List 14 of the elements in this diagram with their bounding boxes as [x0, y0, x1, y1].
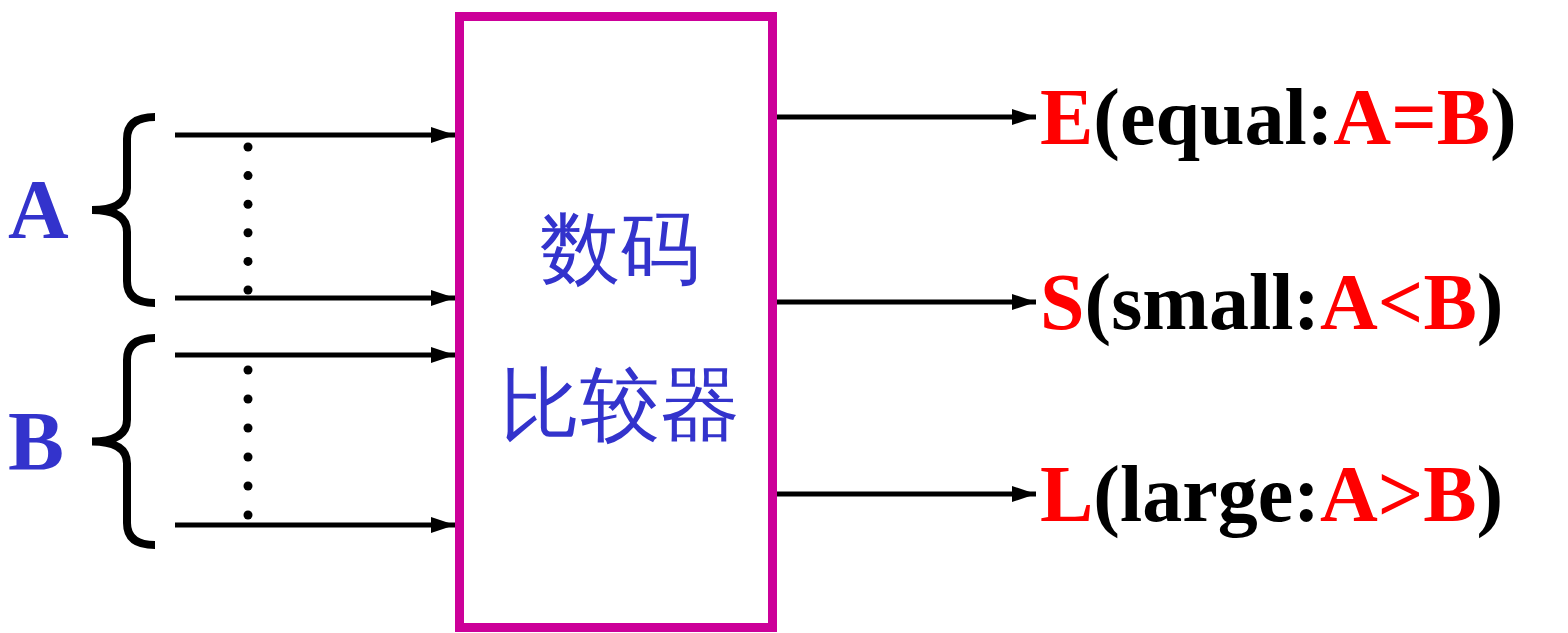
arrow: [777, 294, 1036, 310]
arrow: [777, 486, 1036, 502]
arrow: [175, 517, 455, 533]
arrow: [175, 290, 455, 306]
input-label: A: [8, 162, 69, 258]
comparator-box: [455, 12, 777, 632]
arrow: [175, 127, 455, 143]
output-label: L(large:A>B): [1040, 449, 1504, 539]
comparator-label: 数码比较器: [500, 201, 741, 453]
arrow: [175, 347, 455, 363]
arrow: [777, 109, 1036, 125]
output-label: E(equal:A=B): [1040, 72, 1517, 162]
output-label: S(small:A<B): [1040, 257, 1504, 347]
input-label: B: [8, 393, 65, 490]
